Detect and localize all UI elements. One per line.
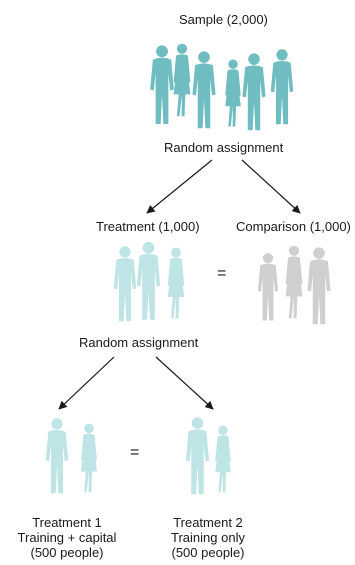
arrow-to-treatment bbox=[146, 159, 213, 214]
person-silhouette-icon bbox=[192, 51, 216, 129]
treatment1-people-group bbox=[45, 418, 97, 494]
person-silhouette-icon bbox=[225, 59, 241, 127]
arrow-to-comparison bbox=[241, 159, 301, 214]
treatment1-label: Treatment 1 Training + capital (500 peop… bbox=[12, 515, 122, 560]
person-silhouette-icon bbox=[307, 247, 331, 325]
person-silhouette-icon bbox=[185, 417, 210, 495]
sample-label: Sample (2,000) bbox=[179, 12, 268, 27]
equals-sign-top: = bbox=[217, 265, 227, 282]
first-random-assignment-label: Random assignment bbox=[164, 140, 284, 155]
arrow-to-treatment1 bbox=[58, 356, 115, 410]
person-silhouette-icon bbox=[167, 247, 185, 319]
treatment2-count: (500 people) bbox=[171, 545, 245, 560]
arrow-to-treatment2 bbox=[155, 356, 214, 410]
equals-sign-bottom: = bbox=[130, 444, 140, 461]
comparison-people-group bbox=[257, 245, 331, 325]
person-silhouette-icon bbox=[81, 423, 97, 493]
person-silhouette-icon bbox=[285, 245, 303, 319]
person-silhouette-icon bbox=[136, 241, 161, 320]
second-random-assignment-label: Random assignment bbox=[79, 335, 199, 350]
treatment1-count: (500 people) bbox=[30, 545, 104, 560]
person-silhouette-icon bbox=[113, 246, 137, 322]
person-silhouette-icon bbox=[45, 418, 69, 494]
treatment-people-group bbox=[113, 241, 185, 322]
treatment2-title: Treatment 2 bbox=[173, 515, 243, 530]
person-silhouette-icon bbox=[150, 45, 174, 125]
person-silhouette-icon bbox=[215, 425, 231, 493]
person-silhouette-icon bbox=[242, 53, 266, 131]
treatment2-label: Treatment 2 Training only (500 people) bbox=[158, 515, 258, 560]
person-silhouette-icon bbox=[257, 253, 279, 321]
treatment1-description: Training + capital bbox=[17, 530, 117, 545]
comparison-label: Comparison (1,000) bbox=[236, 219, 351, 234]
treatment-label: Treatment (1,000) bbox=[96, 219, 200, 234]
person-silhouette-icon bbox=[173, 43, 191, 117]
treatment2-people-group bbox=[185, 417, 231, 495]
treatment2-description: Training only bbox=[171, 530, 245, 545]
person-silhouette-icon bbox=[270, 49, 294, 125]
sample-people-group bbox=[150, 43, 294, 131]
treatment1-title: Treatment 1 bbox=[32, 515, 102, 530]
